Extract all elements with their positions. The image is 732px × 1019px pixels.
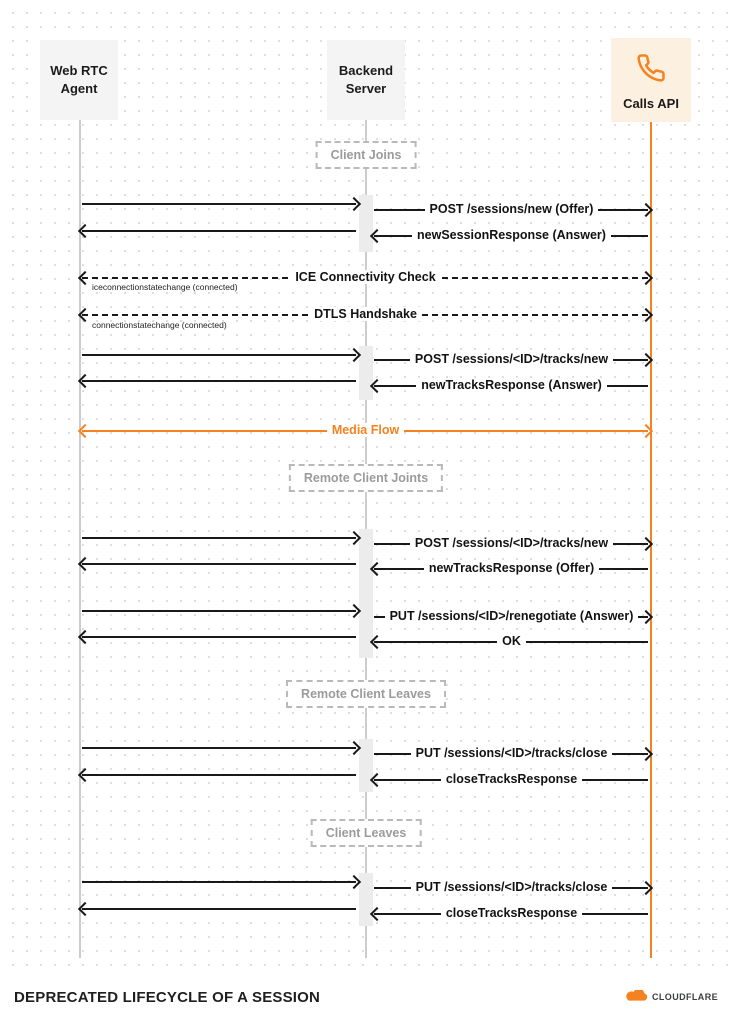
phone-icon — [636, 53, 666, 88]
cloudflare-cloud-icon — [626, 988, 648, 1006]
arrow-line — [82, 881, 356, 883]
message-arrow — [80, 530, 362, 546]
actor-label: Backend Server — [338, 63, 394, 96]
arrow-line — [82, 563, 356, 565]
message-media-flow: Media Flow — [77, 423, 654, 439]
message-new-tracks-response-offer: newTracksResponse (Offer) — [369, 561, 651, 577]
message-close-tracks-response: closeTracksResponse — [369, 772, 651, 788]
message-label: PUT /sessions/<ID>/renegotiate (Answer) — [372, 608, 651, 625]
message-label: POST /sessions/new (Offer) — [372, 201, 651, 218]
message-label: Media Flow — [80, 422, 651, 439]
message-put-renegotiate: PUT /sessions/<ID>/renegotiate (Answer) — [372, 609, 654, 625]
arrow-line — [82, 747, 356, 749]
message-put-tracks-close-final: PUT /sessions/<ID>/tracks/close — [372, 880, 654, 896]
cloudflare-brand-text: CLOUDFLARE — [652, 992, 718, 1002]
message-close-tracks-response-final: closeTracksResponse — [369, 906, 651, 922]
note-connectionstatechange: connectionstatechange (connected) — [92, 320, 227, 330]
message-arrow — [77, 629, 359, 645]
message-arrow — [77, 223, 359, 239]
section-remote-client-leaves: Remote Client Leaves — [286, 680, 446, 708]
activation-bar — [359, 195, 373, 252]
arrow-line — [82, 354, 356, 356]
activation-bar — [359, 739, 373, 792]
arrow-line — [82, 203, 356, 205]
message-label: PUT /sessions/<ID>/tracks/close — [372, 879, 651, 896]
message-new-tracks-response-answer: newTracksResponse (Answer) — [369, 378, 651, 394]
message-dtls-handshake: DTLS Handshake — [77, 307, 654, 323]
message-label: closeTracksResponse — [372, 771, 651, 788]
message-arrow — [77, 373, 359, 389]
activation-bar — [359, 873, 373, 926]
arrow-line — [82, 636, 356, 638]
actor-label: Calls API — [623, 96, 679, 111]
message-label: DTLS Handshake — [80, 306, 651, 323]
lifeline-calls-api — [650, 122, 652, 958]
note-iceconnectionstatechange: iceconnectionstatechange (connected) — [92, 282, 238, 292]
diagram-title: DEPRECATED LIFECYCLE OF A SESSION — [14, 988, 321, 1006]
message-post-sessions-new: POST /sessions/new (Offer) — [372, 202, 654, 218]
arrow-line — [82, 774, 356, 776]
message-post-tracks-new-remote: POST /sessions/<ID>/tracks/new — [372, 536, 654, 552]
arrow-line — [82, 380, 356, 382]
message-arrow — [80, 347, 362, 363]
message-arrow — [77, 901, 359, 917]
section-client-leaves: Client Leaves — [310, 819, 422, 847]
message-label: newTracksResponse (Offer) — [372, 560, 651, 577]
actor-webrtc-agent: Web RTC Agent — [40, 40, 118, 120]
message-arrow — [80, 196, 362, 212]
message-label: closeTracksResponse — [372, 905, 651, 922]
arrow-line — [82, 537, 356, 539]
footer: DEPRECATED LIFECYCLE OF A SESSION CLOUDF… — [0, 975, 732, 1019]
message-arrow — [80, 740, 362, 756]
message-new-session-response: newSessionResponse (Answer) — [369, 228, 651, 244]
actor-calls-api: Calls API — [611, 38, 691, 122]
message-label: newSessionResponse (Answer) — [372, 227, 651, 244]
section-client-joins: Client Joins — [315, 141, 417, 169]
message-label: OK — [372, 633, 651, 650]
message-label: POST /sessions/<ID>/tracks/new — [372, 351, 651, 368]
activation-bar — [359, 346, 373, 400]
actor-backend-server: Backend Server — [327, 40, 405, 120]
message-label: newTracksResponse (Answer) — [372, 377, 651, 394]
message-label: PUT /sessions/<ID>/tracks/close — [372, 745, 651, 762]
arrow-line — [82, 908, 356, 910]
message-arrow — [77, 767, 359, 783]
message-arrow — [77, 556, 359, 572]
arrow-line — [82, 230, 356, 232]
message-ice-connectivity-check: ICE Connectivity Check — [77, 270, 654, 286]
arrow-line — [82, 610, 356, 612]
actor-label: Web RTC Agent — [50, 63, 108, 96]
lifeline-webrtc-agent — [79, 120, 81, 958]
message-arrow — [80, 603, 362, 619]
message-label: POST /sessions/<ID>/tracks/new — [372, 535, 651, 552]
activation-bar — [359, 529, 373, 658]
section-remote-client-joins: Remote Client Joints — [288, 464, 444, 492]
message-label: ICE Connectivity Check — [80, 269, 651, 286]
message-put-tracks-close: PUT /sessions/<ID>/tracks/close — [372, 746, 654, 762]
message-arrow — [80, 874, 362, 890]
message-post-tracks-new: POST /sessions/<ID>/tracks/new — [372, 352, 654, 368]
cloudflare-brand: CLOUDFLARE — [626, 988, 718, 1006]
message-ok: OK — [369, 634, 651, 650]
